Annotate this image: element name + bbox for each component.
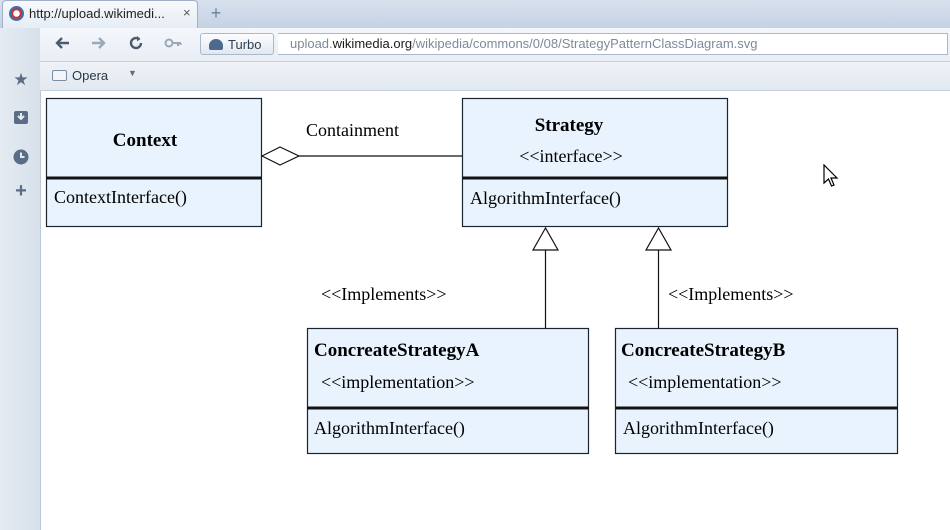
bookmark-folder-label: Opera [72, 68, 109, 83]
forward-icon[interactable] [87, 34, 109, 56]
strategy-stereotype: <<interface>> [519, 146, 623, 166]
concrete-a-stereotype: <<implementation>> [321, 372, 475, 392]
download-icon[interactable] [10, 108, 32, 130]
implements-label-right: <<Implements>> [668, 284, 794, 304]
new-tab-button[interactable]: + [210, 3, 222, 23]
star-icon[interactable]: ★ [13, 70, 29, 89]
containment-label: Containment [306, 120, 399, 140]
strategy-class: Strategy <<interface>> AlgorithmInterfac… [461, 97, 729, 228]
concrete-a-title: ConcreateStrategyA [314, 340, 480, 361]
tab-title: http://upload.wikimedi... [29, 6, 165, 21]
add-panel-icon[interactable]: + [15, 180, 27, 202]
history-icon[interactable] [10, 148, 32, 170]
url-prefix: upload. [290, 36, 333, 51]
back-icon[interactable] [52, 34, 74, 56]
folder-icon [52, 70, 67, 81]
strategy-title: Strategy [535, 115, 604, 136]
turbo-label: Turbo [228, 37, 262, 52]
turbo-icon [209, 39, 223, 50]
context-method: ContextInterface() [54, 187, 187, 208]
concrete-b-stereotype: <<implementation>> [628, 372, 782, 392]
concrete-b-title: ConcreateStrategyB [621, 340, 786, 361]
concrete-strategy-b-class: ConcreateStrategyB <<implementation>> Al… [614, 327, 899, 455]
realization-arrowhead-a [531, 226, 560, 251]
tab-strip: http://upload.wikimedi... × + [0, 0, 950, 28]
concrete-b-method: AlgorithmInterface() [623, 418, 774, 439]
browser-tab[interactable]: http://upload.wikimedi... × [2, 0, 198, 28]
context-title: Context [113, 130, 178, 151]
chevron-down-icon: ▼ [128, 68, 137, 78]
wikimedia-favicon-icon [9, 6, 24, 21]
close-tab-icon[interactable]: × [183, 5, 191, 20]
bookmarks-bar: Opera ▼ [40, 62, 950, 91]
key-icon[interactable] [162, 34, 184, 56]
aggregation-diamond [260, 146, 301, 166]
uml-diagram: Context ContextInterface() Containment S… [45, 97, 899, 455]
mouse-cursor-icon [823, 164, 839, 187]
url-field[interactable]: upload.wikimedia.org/wikipedia/commons/0… [278, 33, 948, 55]
context-class: Context ContextInterface() [45, 97, 263, 228]
concrete-a-method: AlgorithmInterface() [314, 418, 465, 439]
url-path: /wikipedia/commons/0/08/StrategyPatternC… [412, 36, 758, 51]
address-bar-row: Turbo upload.wikimedia.org/wikipedia/com… [40, 28, 950, 62]
turbo-button[interactable]: Turbo [200, 33, 274, 55]
page-content: Context ContextInterface() Containment S… [41, 91, 950, 530]
implements-label-left: <<Implements>> [321, 284, 447, 304]
reload-icon[interactable] [125, 34, 147, 56]
url-domain: wikimedia.org [332, 36, 413, 51]
concrete-strategy-a-class: ConcreateStrategyA <<implementation>> Al… [306, 327, 590, 455]
strategy-method: AlgorithmInterface() [470, 188, 621, 209]
sidebar: ★ + [0, 28, 41, 530]
realization-arrowhead-b [644, 226, 673, 251]
